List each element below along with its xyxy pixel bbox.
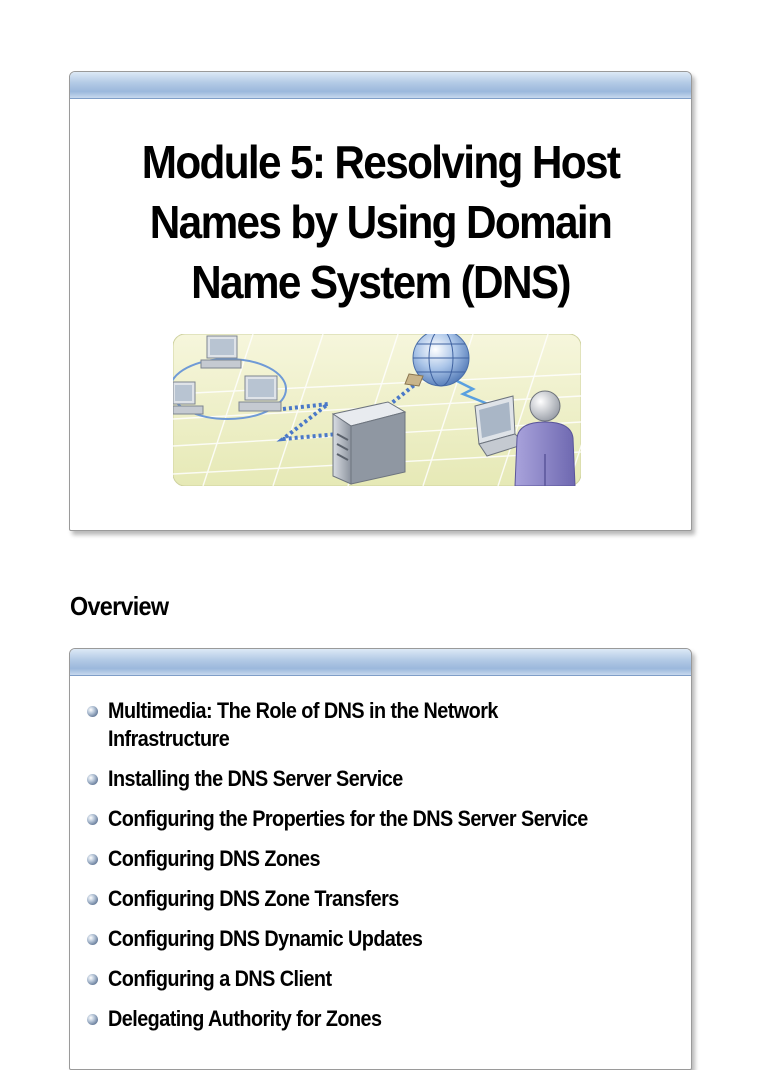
overview-heading: Overview: [70, 591, 169, 621]
bullet-item: Configuring the Properties for the DNS S…: [87, 805, 677, 833]
bullet-text: Configuring a DNS Client: [108, 966, 332, 991]
bullet-item: Installing the DNS Server Service: [87, 765, 677, 793]
computer-icon: [200, 335, 242, 369]
bullet-dot-icon: [87, 894, 98, 905]
title-line-3: Name System (DNS): [191, 256, 571, 308]
slide-title-bar: [70, 72, 691, 99]
laptop-icon: [474, 395, 526, 457]
bullet-dot-icon: [87, 1014, 98, 1025]
bullet-text: Configuring DNS Zones: [108, 846, 320, 871]
network-illustration: [173, 334, 581, 486]
bullet-dot-icon: [87, 854, 98, 865]
title-slide: Module 5: Resolving Host Names by Using …: [69, 71, 692, 531]
bullet-dot-icon: [87, 934, 98, 945]
bullet-item: Configuring DNS Zone Transfers: [87, 885, 677, 913]
title-line-2: Names by Using Domain: [149, 196, 613, 248]
bullet-dot-icon: [87, 974, 98, 985]
bullet-text: Configuring DNS Dynamic Updates: [108, 926, 423, 951]
bullet-dot-icon: [87, 706, 98, 717]
overview-bullet-list: Multimedia: The Role of DNS in the Netwo…: [87, 697, 677, 1045]
bullet-text: Infrastructure: [108, 726, 230, 751]
bullet-text: Multimedia: The Role of DNS in the Netwo…: [108, 698, 498, 723]
bullet-text: Delegating Authority for Zones: [108, 1006, 382, 1031]
bullet-dot-icon: [87, 814, 98, 825]
bullet-text: Configuring DNS Zone Transfers: [108, 886, 399, 911]
slide-title: Module 5: Resolving Host Names by Using …: [95, 132, 666, 312]
bullet-item: Configuring DNS Zones: [87, 845, 677, 873]
computer-icon: [173, 381, 204, 415]
title-line-1: Module 5: Resolving Host: [141, 136, 621, 188]
globe-icon: [404, 334, 470, 387]
server-icon: [331, 401, 407, 485]
bullet-text: Configuring the Properties for the DNS S…: [108, 806, 588, 831]
bullet-dot-icon: [87, 774, 98, 785]
user-icon: [514, 390, 576, 486]
bullet-item: Delegating Authority for Zones: [87, 1005, 677, 1033]
bullet-item: Configuring DNS Dynamic Updates: [87, 925, 677, 953]
computer-icon: [238, 375, 282, 412]
bullet-item: Configuring a DNS Client: [87, 965, 677, 993]
bullet-item: Multimedia: The Role of DNS in the Netwo…: [87, 697, 677, 753]
overview-slide: Multimedia: The Role of DNS in the Netwo…: [69, 648, 692, 1070]
slide-title-bar: [70, 649, 691, 676]
bullet-text: Installing the DNS Server Service: [108, 766, 403, 791]
